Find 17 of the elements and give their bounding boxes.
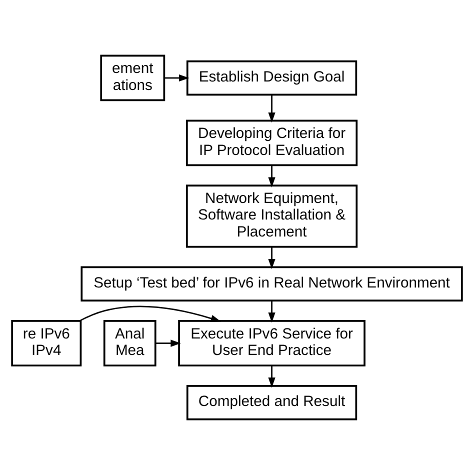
arrow: [268, 300, 276, 322]
arrow: [268, 94, 276, 122]
node-box: Completed and Result: [186, 384, 358, 420]
node-box: re IPv6 IPv4: [11, 320, 82, 366]
node-box: Anal Mea: [103, 320, 156, 366]
arrow: [268, 365, 276, 388]
node-box: Developing Criteria for IP Protocol Evaluation: [186, 119, 358, 166]
arrow: [156, 339, 181, 346]
arrow: [268, 246, 276, 269]
node-box: Network Equipment, Software Installation & Placement: [186, 184, 358, 248]
arrow: [164, 74, 190, 82]
arrow: [79, 305, 221, 322]
node-box: Establish Design Goal: [186, 60, 358, 96]
node-box: Setup ‘Test bed’ for IPv6 in Real Network Environment: [80, 266, 463, 301]
node-box: ement ations: [100, 54, 166, 101]
node-box: Execute IPv6 Service for User End Practice: [178, 320, 366, 366]
arrow: [268, 164, 276, 187]
